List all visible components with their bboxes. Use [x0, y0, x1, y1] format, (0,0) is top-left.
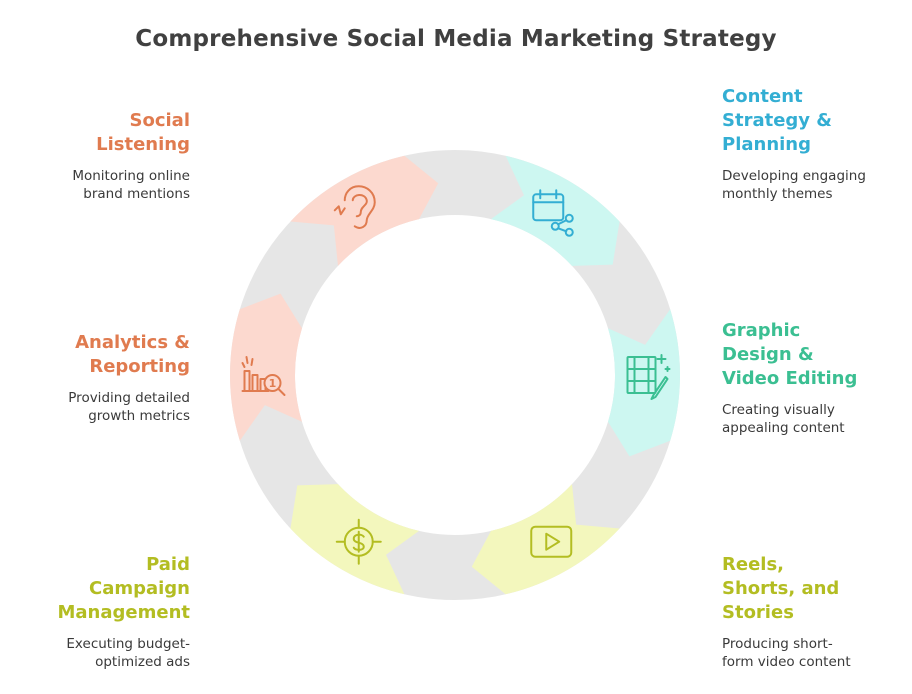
segment-content-strategy: [490, 155, 620, 266]
dollar-target-icon: [335, 518, 382, 565]
film-pen-icon: [626, 354, 671, 400]
calendar-share-icon: [532, 189, 574, 237]
bar-chart-magnifier-icon: 1: [241, 356, 286, 396]
play-button-icon: [530, 525, 573, 558]
segment-graphic-design: [608, 309, 680, 457]
step-title-analytics: Analytics &Reporting: [75, 332, 190, 377]
diagram-title: Comprehensive Social Media Marketing Str…: [135, 26, 777, 52]
svg-text:1: 1: [269, 377, 277, 390]
segment-analytics: [230, 293, 302, 441]
step-desc-reels-shorts: Producing short-form video content: [722, 636, 851, 670]
segment-social-listening: [290, 155, 439, 266]
step-desc-paid-campaign: Executing budget-optimized ads: [66, 636, 190, 670]
ear-icon: [333, 185, 376, 229]
